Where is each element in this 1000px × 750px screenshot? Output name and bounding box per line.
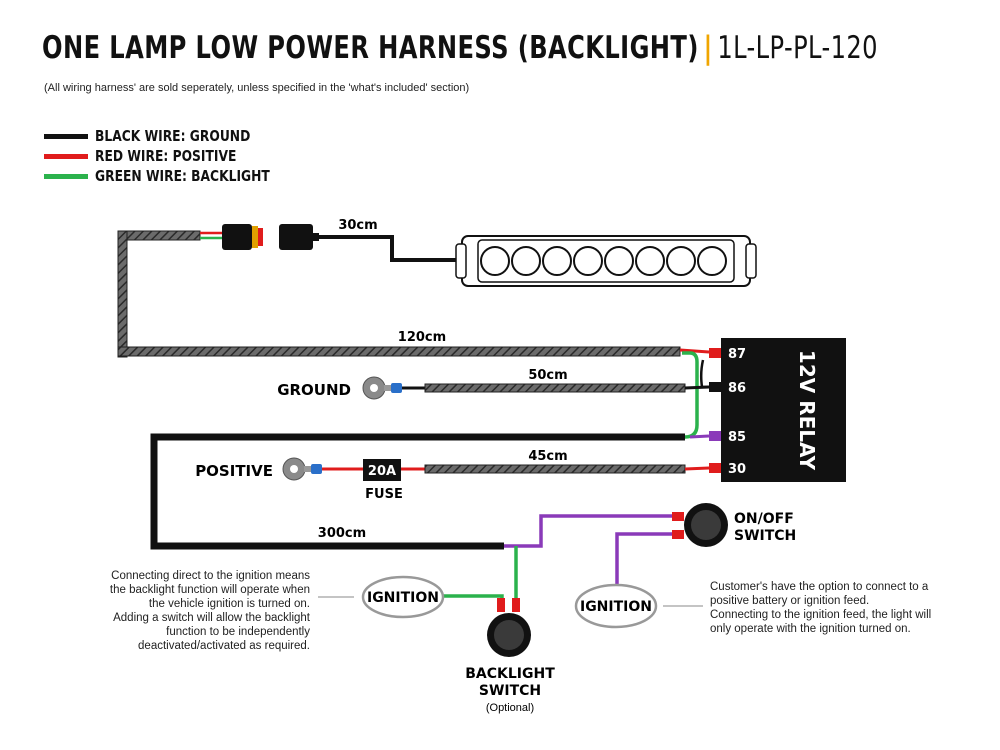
- subtitle: (All wiring harness' are sold seperately…: [44, 82, 470, 94]
- black-wire-86: [699, 359, 709, 389]
- backlight-label-line2: SWITCH: [479, 683, 541, 699]
- lamp-lead-wire: [319, 235, 462, 262]
- wire-legend: BLACK WIRE: GROUND RED WIRE: POSITIVE GR…: [44, 126, 308, 186]
- onoff-label-line1: ON/OFF: [734, 511, 794, 527]
- switch-loom-300cm: [150, 433, 685, 550]
- purple-wire-ignition: [615, 532, 673, 586]
- fuse-rating: 20A: [368, 464, 396, 479]
- fuse-label: FUSE: [365, 487, 403, 502]
- note-line: Adding a switch will allow the backlight: [113, 612, 310, 624]
- legend-label: BLACK WIRE: GROUND: [95, 127, 251, 145]
- ground-label: GROUND: [277, 381, 351, 399]
- length-45cm: 45cm: [528, 449, 567, 464]
- backlight-optional-note: (Optional): [486, 702, 534, 714]
- diagram-title: ONE LAMP LOW POWER HARNESS (BACKLIGHT)|1…: [42, 30, 878, 66]
- legend-label: GREEN WIRE: BACKLIGHT: [95, 167, 270, 185]
- relay-pin-85: 85: [728, 430, 746, 445]
- relay-label: 12V RELAY: [795, 350, 819, 471]
- legend-swatch-red: [44, 153, 88, 159]
- title-text: ONE LAMP LOW POWER HARNESS (BACKLIGHT): [42, 30, 699, 66]
- ignition-label: IGNITION: [580, 599, 652, 615]
- legend-swatch-green: [44, 173, 88, 179]
- plug-connector: [222, 224, 319, 250]
- red-wire-87: [679, 348, 710, 354]
- purple-wire-85: [689, 434, 710, 439]
- note-line: only operate with the ignition turned on…: [710, 623, 911, 635]
- note-line: Connecting direct to the ignition means: [111, 570, 310, 582]
- green-wire-ignition: [443, 594, 504, 600]
- legend-label: RED WIRE: POSITIVE: [95, 147, 237, 165]
- ground-lead: [362, 376, 710, 400]
- legend-swatch-black: [44, 133, 88, 139]
- right-ignition-note: Customer's have the option to connect to…: [710, 580, 970, 636]
- length-120cm: 120cm: [398, 330, 446, 345]
- relay-terminals: [709, 348, 721, 473]
- length-50cm: 50cm: [528, 368, 567, 383]
- positive-label: POSITIVE: [195, 462, 273, 480]
- length-300cm: 300cm: [318, 526, 366, 541]
- relay-pin-30: 30: [728, 462, 746, 477]
- ignition-badge-left: IGNITION: [361, 575, 445, 619]
- relay-pin-86: 86: [728, 381, 746, 396]
- note-line: the backlight function will operate when: [109, 584, 310, 596]
- note-line: Customer's have the option to connect to…: [710, 581, 929, 593]
- green-backlight-wire: [682, 351, 699, 439]
- legend-item-green: GREEN WIRE: BACKLIGHT: [44, 166, 308, 186]
- onoff-label-line2: SWITCH: [734, 528, 796, 544]
- relay: 12V RELAY 87 86 85 30: [721, 338, 846, 482]
- backlight-label-line1: BACKLIGHT: [465, 666, 555, 682]
- length-30cm: 30cm: [338, 218, 377, 233]
- part-code: 1L-LP-PL-120: [717, 30, 878, 66]
- note-line: deactivated/activated as required.: [138, 640, 310, 652]
- note-line: function to be independently: [166, 626, 310, 638]
- note-line: Connecting to the ignition feed, the lig…: [710, 609, 932, 621]
- left-ignition-note: Connecting direct to the ignition means …: [80, 569, 310, 653]
- ignition-label: IGNITION: [367, 590, 439, 606]
- note-line: the vehicle ignition is turned on.: [148, 598, 310, 610]
- onoff-switch-icon: [672, 503, 728, 547]
- relay-pin-87: 87: [728, 347, 746, 362]
- positive-lead: [282, 457, 710, 481]
- fuse-body: [363, 459, 401, 481]
- note-line: positive battery or ignition feed.: [710, 595, 870, 607]
- light-bar-icon: [455, 235, 757, 287]
- backlight-switch-icon: [487, 598, 531, 657]
- title-separator: |: [703, 30, 713, 66]
- legend-item-red: RED WIRE: POSITIVE: [44, 146, 308, 166]
- legend-item-black: BLACK WIRE: GROUND: [44, 126, 308, 146]
- ignition-badge-right: IGNITION: [574, 583, 658, 629]
- purple-wire-onoff: [504, 514, 673, 548]
